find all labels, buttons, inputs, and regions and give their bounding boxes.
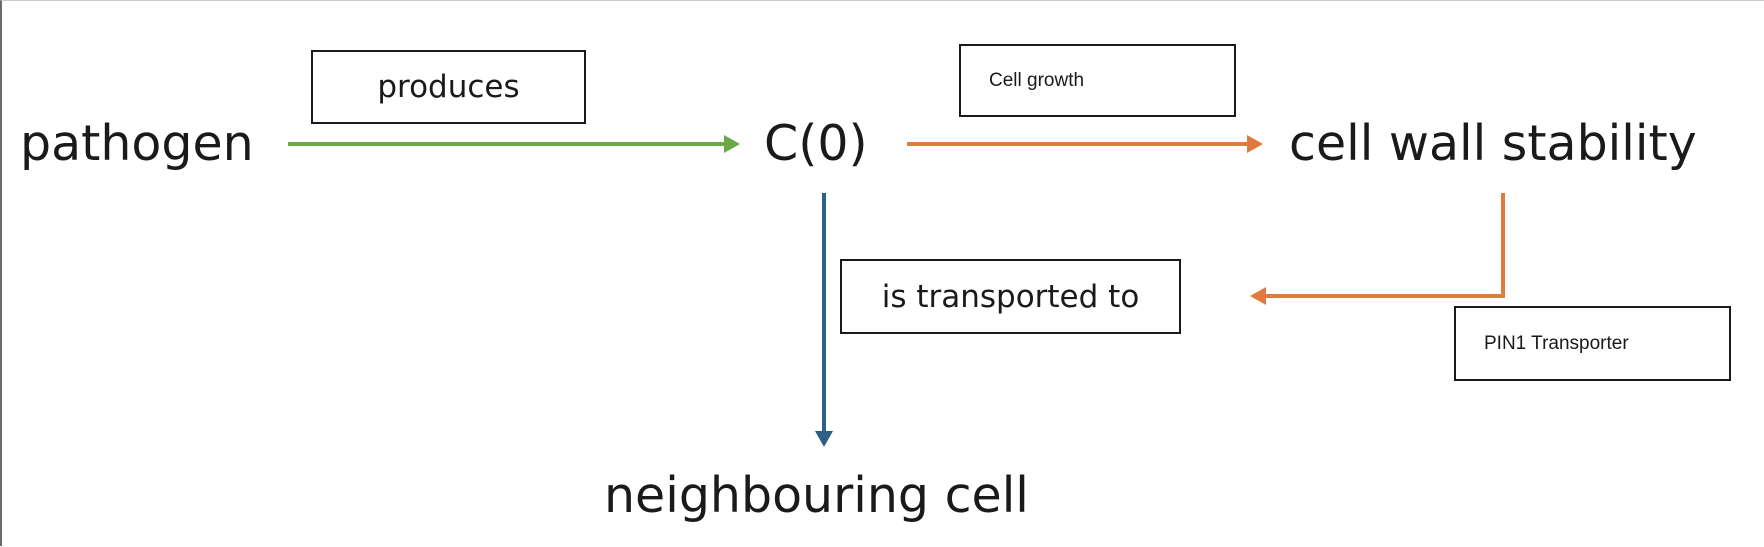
label-produces: produces <box>311 50 586 124</box>
label-cell-growth: Cell growth <box>959 44 1236 117</box>
label-pin1-transporter: PIN1 Transporter <box>1454 306 1731 381</box>
node-pathogen: pathogen <box>20 115 254 172</box>
transport-arrow-head <box>815 431 833 447</box>
produces-arrow-head <box>724 135 740 153</box>
label-is-transported-to: is transported to <box>840 259 1181 334</box>
node-cell-wall-stability: cell wall stability <box>1289 115 1697 172</box>
cell-growth-arrow-head <box>1247 135 1263 153</box>
pin1-transporter-arrow-head <box>1250 287 1266 305</box>
node-c0: C(0) <box>764 115 868 172</box>
pin1-transporter-arrow <box>1264 193 1505 298</box>
node-neighbouring-cell: neighbouring cell <box>604 467 1029 524</box>
